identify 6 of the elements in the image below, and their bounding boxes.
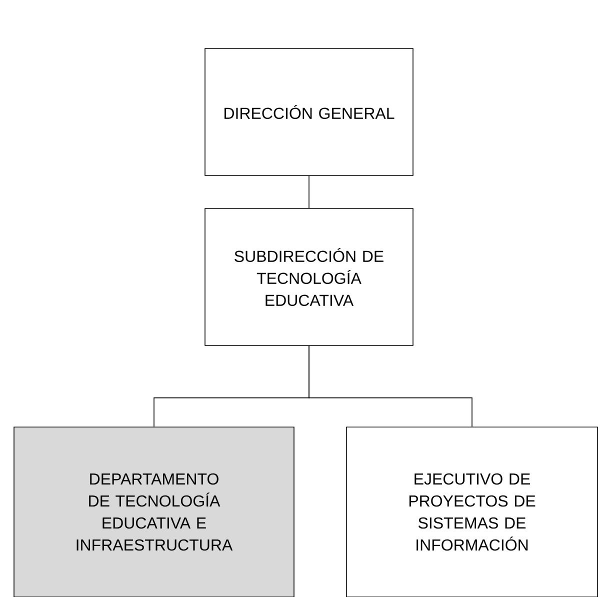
org-box: DEPARTAMENTO DE TECNOLOGÍA EDUCATIVA E INFRAESTRUCTURA xyxy=(14,426,294,597)
org-box: SUBDIRECCIÓN DE TECNOLOGÍA EDUCATIVA xyxy=(204,208,414,346)
connector-line xyxy=(308,346,472,427)
org-box: EJECUTIVO DE PROYECTOS DE SISTEMAS DE INFORMACIÓN xyxy=(346,426,598,597)
org-box: DIRECCIÓN GENERAL xyxy=(204,48,414,176)
connector-line xyxy=(308,176,310,208)
